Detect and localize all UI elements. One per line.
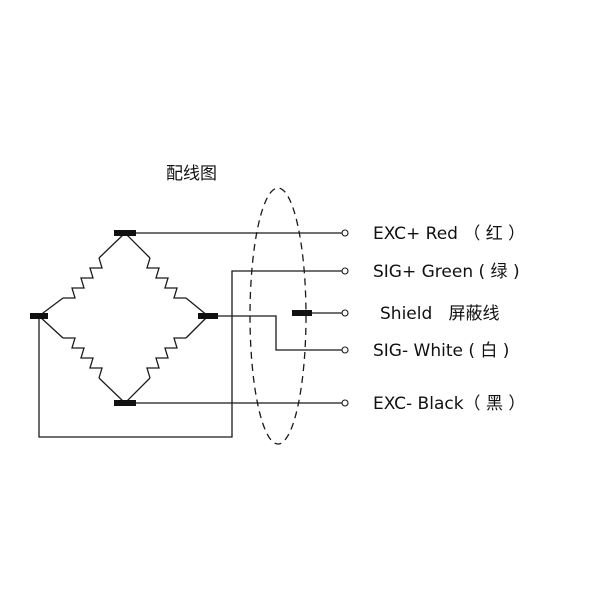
node-right xyxy=(198,313,218,319)
node-shield xyxy=(292,310,312,316)
wire-sig-plus xyxy=(38,270,342,438)
bridge-arm-bottom-left xyxy=(38,315,126,404)
terminal-sig-minus xyxy=(341,346,349,354)
cable-shield xyxy=(249,187,307,445)
node-bottom xyxy=(114,400,136,406)
resistor-bottom-right xyxy=(146,337,186,379)
diagram-title: 配线图 xyxy=(166,164,217,184)
label-exc-minus: EXC- Black（ 黑 ） xyxy=(373,394,525,414)
label-exc-plus: EXC+ Red （ 红 ） xyxy=(373,224,525,244)
resistor-top-right xyxy=(146,257,186,299)
label-sig-plus: SIG+ Green ( 绿 ) xyxy=(373,262,520,282)
node-top xyxy=(114,230,136,236)
terminal-shield xyxy=(341,309,349,317)
terminal-exc-plus xyxy=(341,229,349,237)
bridge-arm-bottom-right xyxy=(124,315,209,404)
label-sig-minus: SIG- White ( 白 ) xyxy=(373,341,509,361)
bridge-arm-top-right xyxy=(124,232,209,317)
resistor-top-left xyxy=(63,257,103,299)
wire-sig-minus xyxy=(208,315,342,351)
node-left xyxy=(30,313,48,319)
resistor-bottom-left xyxy=(63,337,103,379)
bridge-arm-top-left xyxy=(38,232,126,317)
terminal-exc-minus xyxy=(341,399,349,407)
label-shield: Shield 屏蔽线 xyxy=(380,304,499,324)
terminal-sig-plus xyxy=(341,267,349,275)
